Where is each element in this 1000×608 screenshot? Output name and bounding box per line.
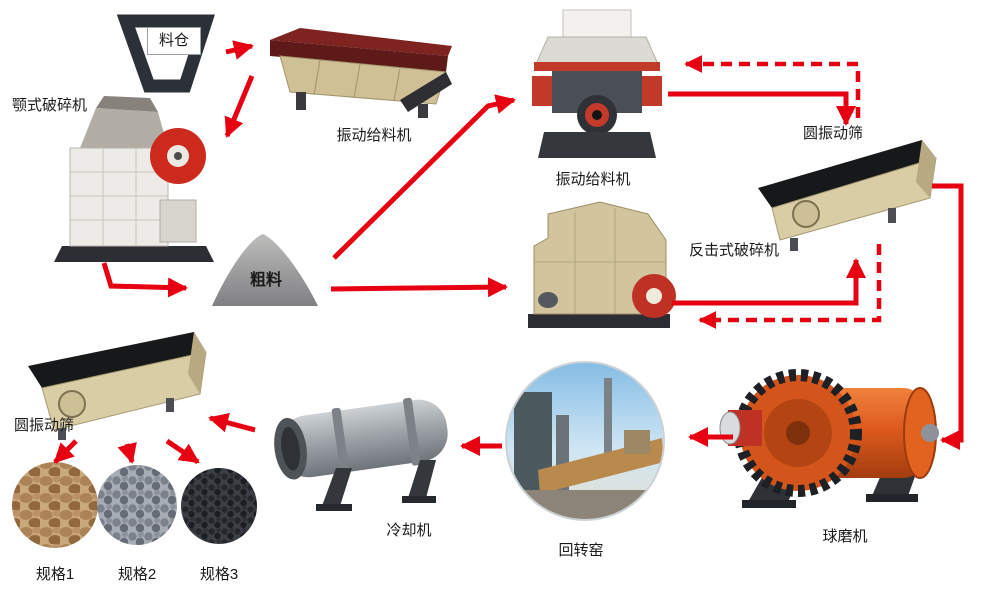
rotary-kiln-photo bbox=[505, 361, 665, 521]
circular-screen-left-graphic bbox=[28, 332, 207, 440]
coarse-material-graphic bbox=[212, 234, 318, 306]
circular-screen-right-graphic bbox=[758, 140, 937, 251]
label-silo: 料仓 bbox=[147, 27, 202, 55]
vibrating-feeder-graphic bbox=[270, 28, 452, 118]
cone-crusher-graphic bbox=[532, 9, 662, 158]
label-spec-1: 规格1 bbox=[35, 566, 75, 583]
jaw-crusher-graphic bbox=[54, 96, 214, 262]
label-impact-crusher: 反击式破碎机 bbox=[688, 242, 780, 259]
flow-arrows-dashed bbox=[684, 55, 882, 329]
spec-3-photo bbox=[181, 468, 257, 544]
label-spec-3: 规格3 bbox=[199, 566, 239, 583]
label-screen-right: 圆振动筛 bbox=[802, 125, 864, 142]
impact-crusher-graphic bbox=[528, 201, 676, 328]
label-cooler: 冷却机 bbox=[386, 522, 432, 539]
label-jaw-crusher: 颚式破碎机 bbox=[12, 97, 88, 114]
label-coarse-material: 粗料 bbox=[249, 272, 283, 289]
label-ball-mill: 球磨机 bbox=[822, 528, 868, 545]
spec-1-photo bbox=[12, 462, 98, 548]
ball-mill-graphic bbox=[719, 369, 939, 508]
label-spec-2: 规格2 bbox=[117, 566, 157, 583]
cooler-graphic bbox=[274, 397, 448, 511]
label-feeder-top: 振动给料机 bbox=[336, 127, 412, 144]
spec-2-photo bbox=[97, 465, 177, 545]
label-rotary-kiln: 回转窑 bbox=[558, 542, 604, 559]
label-cone-crusher: 振动给料机 bbox=[555, 171, 631, 188]
label-screen-left: 圆振动筛 bbox=[14, 417, 75, 434]
flow-arrows-solid bbox=[53, 40, 964, 465]
